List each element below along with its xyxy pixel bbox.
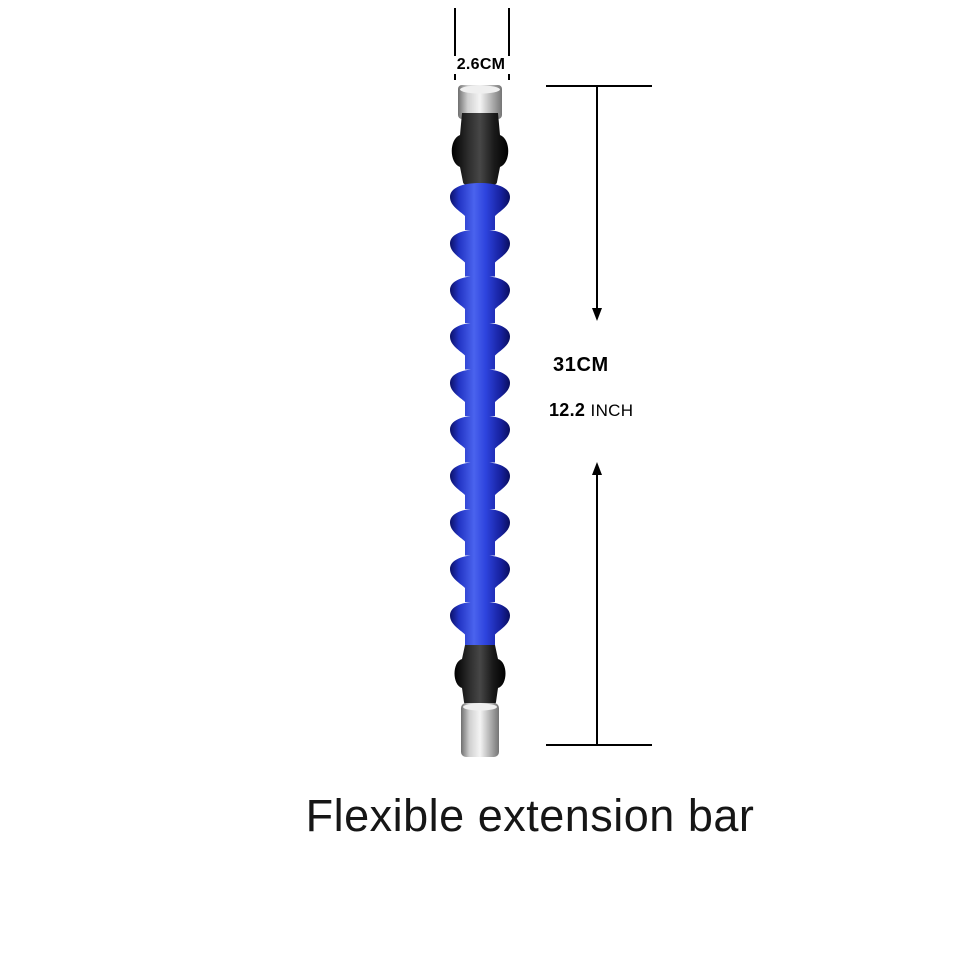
length-cm-label: 31CM	[553, 354, 609, 376]
shaft-segment	[450, 462, 510, 509]
shaft-segments	[450, 183, 510, 649]
shaft-segment	[450, 601, 510, 649]
shaft-segment	[450, 508, 510, 556]
arrow-down-icon	[592, 308, 602, 321]
shaft-segment	[450, 183, 510, 230]
width-label: 2.6CM	[452, 56, 510, 74]
arrow-up-icon	[592, 462, 602, 475]
length-line-lower	[596, 475, 598, 745]
length-cap-top	[546, 85, 652, 87]
shaft-segment	[450, 555, 510, 602]
shaft-segment	[450, 322, 510, 370]
length-cap-bottom	[546, 744, 652, 746]
width-tick-right	[508, 8, 510, 80]
shaft-segment	[450, 415, 510, 463]
length-line-upper	[596, 86, 598, 308]
top-metal-tip	[458, 85, 502, 119]
shaft-segment	[450, 229, 510, 277]
length-inch-label: 12.2 INCH	[549, 400, 633, 421]
shaft-segment	[450, 369, 510, 416]
length-inch-value: 12.2	[549, 400, 586, 420]
bottom-metal-tip	[461, 703, 499, 757]
shaft-segment	[450, 276, 510, 323]
product-caption: Flexible extension bar	[305, 790, 755, 841]
top-black-connector	[451, 113, 509, 188]
bottom-black-connector	[454, 645, 506, 707]
width-tick-left	[454, 8, 456, 80]
length-inch-unit: INCH	[590, 401, 634, 420]
flexible-extension-bar-photo	[450, 85, 510, 757]
